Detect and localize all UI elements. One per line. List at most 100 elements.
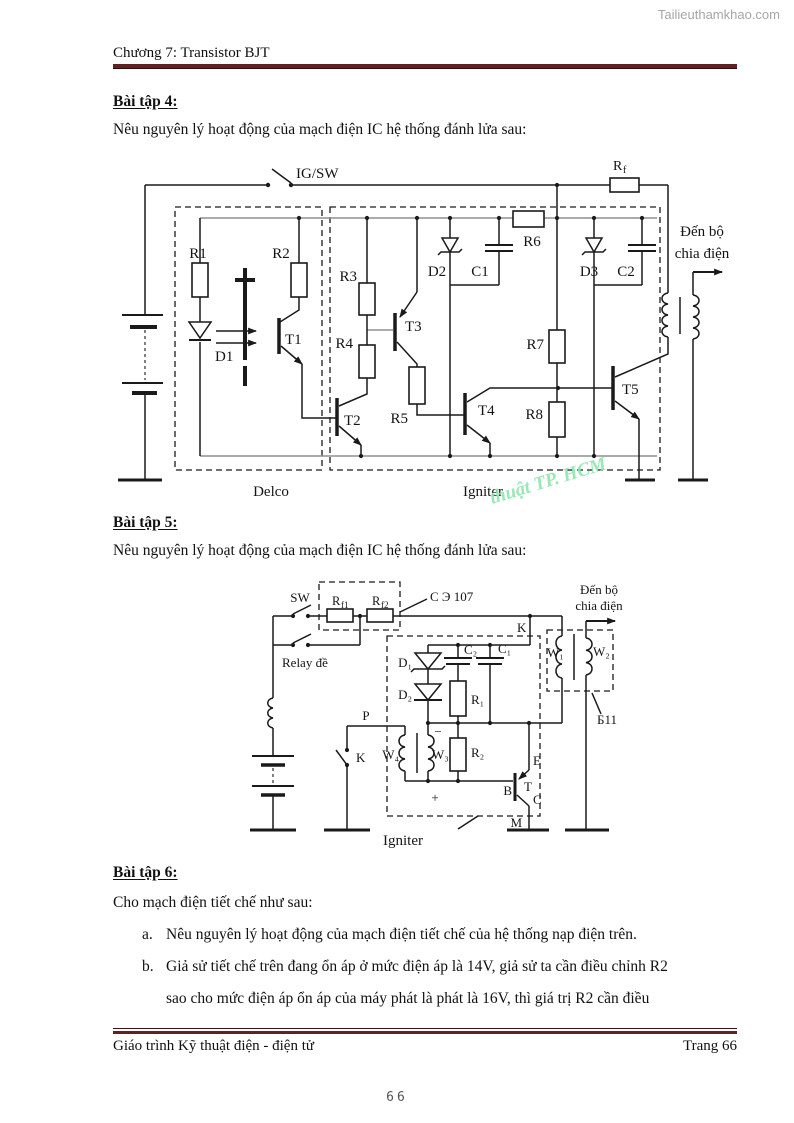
footer-rule-thick bbox=[113, 1031, 737, 1034]
junction-dots bbox=[296, 182, 645, 459]
relay-blade bbox=[292, 633, 312, 644]
label-ig-sw: IG/SW bbox=[296, 166, 339, 182]
label-r8: R8 bbox=[525, 407, 543, 423]
junction-dots bbox=[290, 613, 533, 784]
resistor-r4 bbox=[358, 344, 376, 379]
label-rf1-sub: f1 bbox=[341, 600, 349, 610]
battery-symbol bbox=[252, 755, 294, 797]
label-d1: D₁ bbox=[398, 655, 412, 670]
page-number: 66 bbox=[386, 1090, 408, 1105]
label-d1: D1 bbox=[215, 349, 233, 365]
header-rule bbox=[113, 64, 737, 69]
label-r3: R3 bbox=[339, 269, 357, 285]
label-b: B bbox=[503, 783, 512, 798]
footer-right: Trang 66 bbox=[682, 1038, 737, 1054]
t5-emitter-arrow bbox=[614, 400, 640, 420]
label-r7: R7 bbox=[526, 337, 544, 353]
unit-leader-line bbox=[399, 598, 428, 613]
exercise4-circuit-diagram: IG/SW R f R1 R2 R3 R4 R5 R6 R7 R8 D1 D2 … bbox=[118, 159, 730, 507]
label-r1: R1 bbox=[189, 246, 207, 262]
exercise5-circuit-diagram: SW R f1 R f2 C Э 107 Relay đề K P K D₁ D… bbox=[250, 581, 623, 849]
t-emitter-arrow bbox=[518, 769, 530, 780]
k-switch-blade bbox=[335, 749, 348, 766]
label-r1: R₁ bbox=[471, 692, 484, 707]
exercise6-heading: Bài tập 6: bbox=[113, 864, 178, 881]
resistor-r2 bbox=[449, 737, 467, 772]
label-c: C bbox=[533, 792, 542, 807]
reluctor-plate bbox=[235, 268, 255, 386]
label-r2: R2 bbox=[272, 246, 290, 262]
circuit-wires bbox=[272, 615, 587, 830]
exercise6-intro: Cho mạch điện tiết chế như sau: bbox=[113, 894, 313, 911]
capacitor-c2 bbox=[628, 244, 656, 252]
capacitor-c1 bbox=[485, 244, 513, 252]
t4-emitter-arrow bbox=[466, 424, 491, 444]
label-t4: T4 bbox=[478, 403, 495, 419]
resistor-r7 bbox=[548, 329, 566, 364]
green-watermark: thuật TP. HCM bbox=[487, 453, 609, 507]
label-unit: C Э 107 bbox=[430, 589, 474, 604]
item-a-text: Nêu nguyên lý hoạt động của mạch điện ti… bbox=[166, 926, 637, 943]
feed-inductor bbox=[267, 697, 274, 729]
sw-blade bbox=[292, 604, 312, 615]
exercise5-prompt: Nêu nguyên lý hoạt động của mạch điện IC… bbox=[113, 542, 527, 559]
label-igniter: Igniter bbox=[383, 833, 423, 849]
label-plus: + bbox=[431, 790, 438, 805]
item-b-label: b. bbox=[142, 958, 154, 975]
resistor-rf2 bbox=[366, 608, 394, 623]
resistor-r1 bbox=[191, 262, 209, 298]
item-b-line2: sao cho mức điện áp ổn áp của máy phát l… bbox=[166, 990, 650, 1007]
label-igniter: Igniter bbox=[463, 484, 503, 500]
t3-emitter-arrow bbox=[399, 291, 418, 318]
igniter-leader-line bbox=[457, 815, 479, 830]
label-m: M bbox=[510, 815, 522, 830]
resistor-rf bbox=[609, 177, 640, 193]
label-d2: D2 bbox=[428, 264, 446, 280]
resistor-r6 bbox=[512, 210, 545, 228]
label-to-distributor-2: chia điện bbox=[675, 246, 730, 262]
capacitor-c1 bbox=[476, 657, 504, 665]
exercise5-heading: Bài tập 5: bbox=[113, 514, 178, 531]
label-c2: C₂ bbox=[464, 642, 477, 657]
capacitor-c2 bbox=[444, 657, 472, 665]
footer-left: Giáo trình Kỹ thuật điện - điện tử bbox=[113, 1038, 315, 1054]
ballast-dashed-box bbox=[318, 581, 401, 631]
circuit-wires bbox=[144, 184, 694, 480]
label-t1: T1 bbox=[285, 332, 302, 348]
label-c1: C1 bbox=[471, 264, 489, 280]
ignition-coil bbox=[661, 292, 700, 340]
label-r2: R₂ bbox=[471, 745, 484, 760]
coil-dashed-box bbox=[546, 629, 614, 692]
exercise4-heading: Bài tập 4: bbox=[113, 93, 178, 110]
label-minus: − bbox=[434, 724, 441, 739]
switch-contact bbox=[265, 182, 271, 188]
label-k-switch: K bbox=[356, 750, 366, 765]
zener-d2 bbox=[437, 237, 463, 256]
label-to-distributor-1: Đến bộ bbox=[680, 224, 724, 240]
resistor-r1 bbox=[449, 680, 467, 717]
diode-d1 bbox=[187, 321, 213, 341]
igniter-dashed-box bbox=[329, 206, 661, 471]
item-b-line1: Giả sử tiết chế trên đang ổn áp ở mức đi… bbox=[166, 958, 668, 975]
label-t: T bbox=[524, 779, 532, 794]
ignition-switch-blade bbox=[271, 168, 292, 184]
label-w3: W₃ bbox=[432, 747, 449, 762]
label-t3: T3 bbox=[405, 319, 422, 335]
pulse-transformer bbox=[398, 733, 435, 773]
exercise4-prompt: Nêu nguyên lý hoạt động của mạch điện IC… bbox=[113, 121, 527, 138]
item-a-label: a. bbox=[142, 926, 153, 943]
zener-d3 bbox=[581, 237, 607, 256]
zener-d1 bbox=[410, 652, 446, 673]
label-k-node: K bbox=[517, 620, 527, 635]
label-r6: R6 bbox=[523, 234, 541, 250]
label-rf2: R bbox=[372, 594, 381, 608]
label-to-distributor-1: Đến bộ bbox=[580, 582, 618, 597]
label-sw: SW bbox=[290, 590, 310, 605]
label-rf: R bbox=[613, 159, 623, 174]
label-to-distributor-2: chia điện bbox=[575, 598, 623, 613]
label-coil-model: Б11 bbox=[597, 712, 617, 727]
label-rf1: R bbox=[332, 594, 341, 608]
ignition-coil bbox=[555, 634, 593, 680]
label-relay: Relay đề bbox=[282, 655, 328, 670]
